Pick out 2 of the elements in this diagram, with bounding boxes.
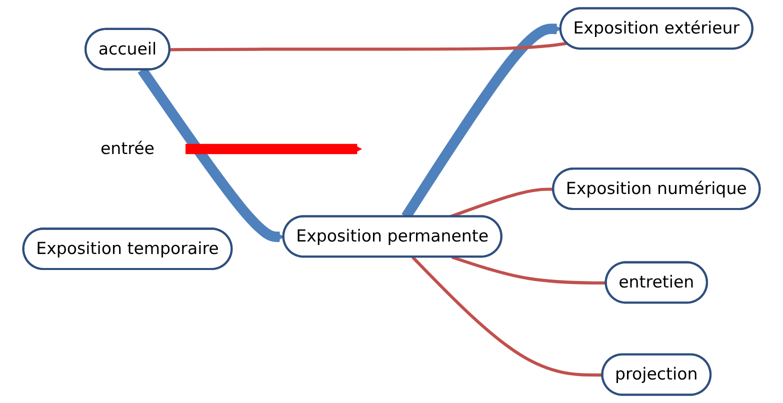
node-text: entrée (100, 138, 154, 158)
arrow (186, 144, 362, 154)
